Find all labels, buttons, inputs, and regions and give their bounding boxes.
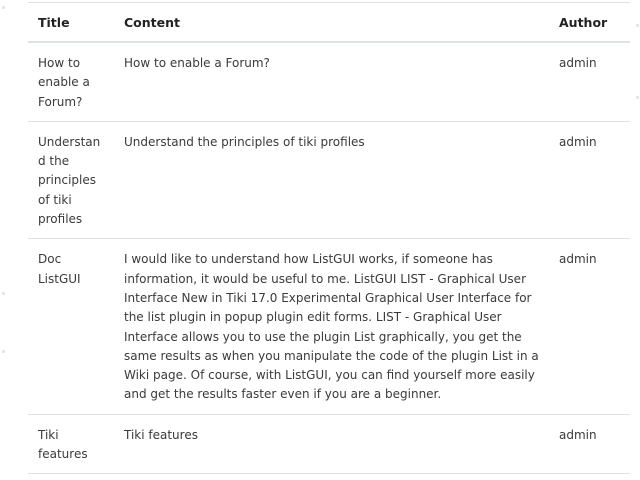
- cell-title[interactable]: Tiki features: [28, 414, 114, 475]
- column-header-content[interactable]: Content: [114, 2, 549, 43]
- column-header-title[interactable]: Title: [28, 2, 114, 43]
- row-title-link[interactable]: Doc ListGUI: [38, 252, 81, 286]
- results-table: Title Content Author How to enable a For…: [28, 2, 630, 475]
- header-row: Title Content Author: [28, 2, 630, 43]
- table-header: Title Content Author: [28, 2, 630, 43]
- row-title-link[interactable]: How to enable a Forum?: [38, 56, 90, 109]
- edge-fragment: [2, 6, 5, 9]
- cell-content: How to enable a Forum?: [114, 42, 549, 122]
- table-row: Tiki features Tiki features admin: [28, 414, 630, 475]
- row-title-link[interactable]: Tiki features: [38, 427, 88, 462]
- cell-author: admin: [549, 238, 630, 415]
- cell-title[interactable]: How to enable a Forum?: [28, 42, 114, 122]
- cell-author: admin: [549, 42, 630, 122]
- cell-content: Understand the principles of tiki profil…: [114, 121, 549, 240]
- cell-title[interactable]: Doc ListGUI: [28, 238, 114, 415]
- table-body: How to enable a Forum? How to enable a F…: [28, 42, 630, 475]
- edge-fragment: [636, 96, 639, 99]
- cell-content: Tiki features: [114, 414, 549, 475]
- cell-author: admin: [549, 414, 630, 475]
- cell-title[interactable]: Understand the principles of tiki profil…: [28, 121, 114, 240]
- table-row: How to enable a Forum? How to enable a F…: [28, 42, 630, 122]
- cell-author: admin: [549, 121, 630, 240]
- table-row: Doc ListGUI I would like to understand h…: [28, 238, 630, 415]
- edge-fragment: [2, 350, 5, 353]
- edge-fragment: [2, 292, 5, 295]
- column-header-author[interactable]: Author: [549, 2, 630, 43]
- table-row: Understand the principles of tiki profil…: [28, 121, 630, 240]
- cell-content: I would like to understand how ListGUI w…: [114, 238, 549, 415]
- results-table-container: Title Content Author How to enable a For…: [28, 2, 630, 475]
- row-title-link[interactable]: Understand the principles of tiki profil…: [38, 134, 101, 227]
- edge-fragment: [636, 24, 639, 27]
